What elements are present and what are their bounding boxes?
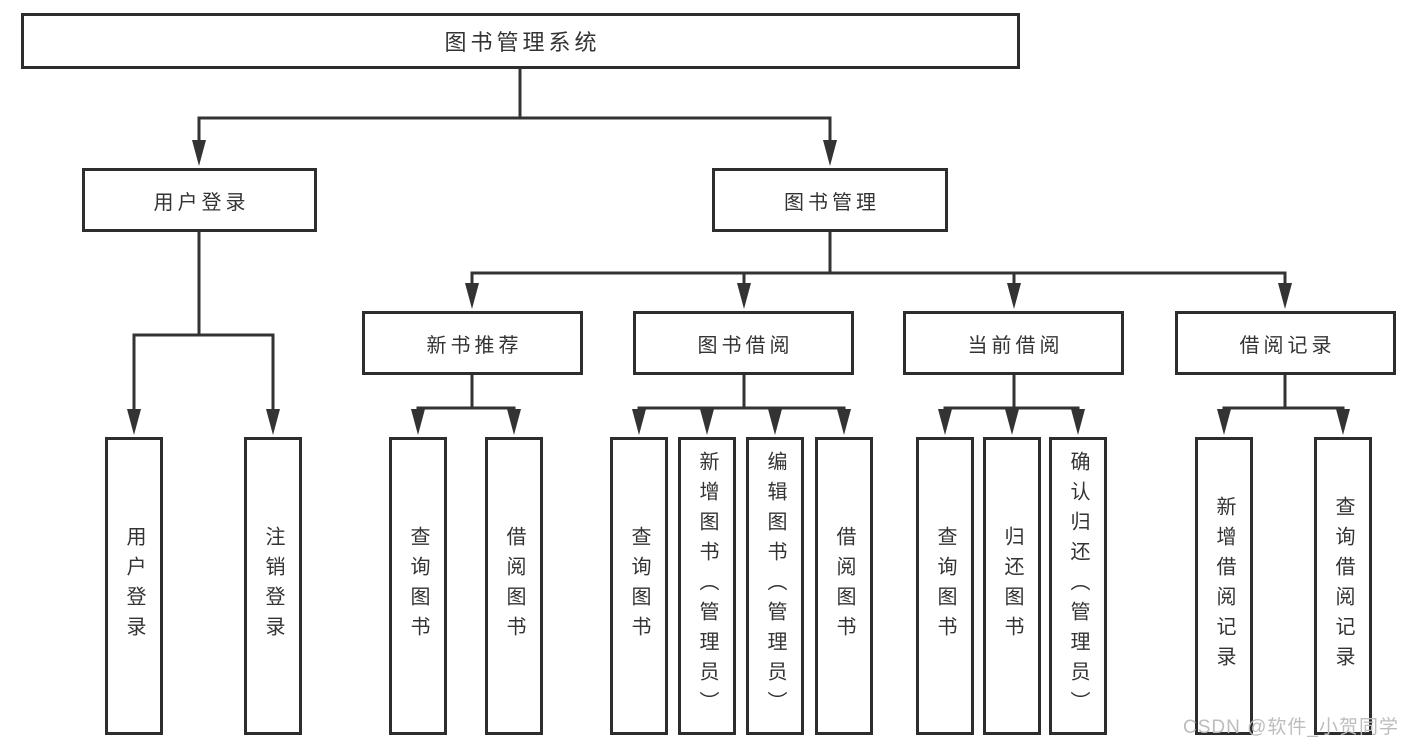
- leaf-label: 查询图书: [628, 526, 650, 646]
- leaf-label: 新增借阅记录: [1213, 496, 1235, 676]
- leaf-label: 查询图书: [934, 526, 956, 646]
- leaf-user-login: 用户登录: [105, 437, 163, 735]
- node-label: 图书管理系统: [444, 30, 601, 55]
- leaf-label: 用户登录: [123, 526, 145, 646]
- node-label: 新书推荐: [426, 334, 523, 357]
- leaf-label: 查询借阅记录: [1332, 496, 1354, 676]
- leaf-label: 归还图书: [1001, 526, 1023, 646]
- leaf-label: 编辑图书（管理员）: [764, 451, 786, 721]
- node-current-borrowing: 当前借阅: [903, 311, 1124, 375]
- leaf-nbr-borrow-books: 借阅图书: [485, 437, 543, 735]
- leaf-cb-confirm-return-admin: 确认归还（管理员）: [1049, 437, 1107, 735]
- leaf-label: 注销登录: [262, 526, 284, 646]
- node-label: 图书管理: [784, 191, 880, 214]
- node-label: 图书借阅: [697, 334, 794, 357]
- node-label: 当前借阅: [967, 334, 1064, 357]
- leaf-logout: 注销登录: [244, 437, 302, 735]
- leaf-label: 查询图书: [407, 526, 429, 646]
- leaf-bb-add-book-admin: 新增图书（管理员）: [678, 437, 736, 735]
- node-library-management-system: 图书管理系统: [21, 13, 1020, 69]
- node-book-management: 图书管理: [712, 168, 948, 232]
- leaf-bb-borrow-books: 借阅图书: [815, 437, 873, 735]
- node-user-login: 用户登录: [82, 168, 317, 232]
- node-label: 借阅记录: [1239, 334, 1336, 357]
- leaf-cb-return-books: 归还图书: [983, 437, 1041, 735]
- leaf-label: 借阅图书: [503, 526, 525, 646]
- leaf-label: 借阅图书: [833, 526, 855, 646]
- leaf-bb-edit-book-admin: 编辑图书（管理员）: [746, 437, 804, 735]
- leaf-label: 新增图书（管理员）: [696, 451, 718, 721]
- leaf-bb-query-books: 查询图书: [610, 437, 668, 735]
- node-new-book-recommendation: 新书推荐: [362, 311, 583, 375]
- leaf-label: 确认归还（管理员）: [1067, 451, 1089, 721]
- node-label: 用户登录: [153, 191, 250, 214]
- leaf-br-query-borrow-record: 查询借阅记录: [1314, 437, 1372, 735]
- leaf-nbr-query-books: 查询图书: [389, 437, 447, 735]
- node-book-borrowing: 图书借阅: [633, 311, 854, 375]
- leaf-cb-query-books: 查询图书: [916, 437, 974, 735]
- leaf-br-add-borrow-record: 新增借阅记录: [1195, 437, 1253, 735]
- node-borrowing-records: 借阅记录: [1175, 311, 1396, 375]
- csdn-watermark: CSDN @软件_小贺同学: [1183, 717, 1399, 738]
